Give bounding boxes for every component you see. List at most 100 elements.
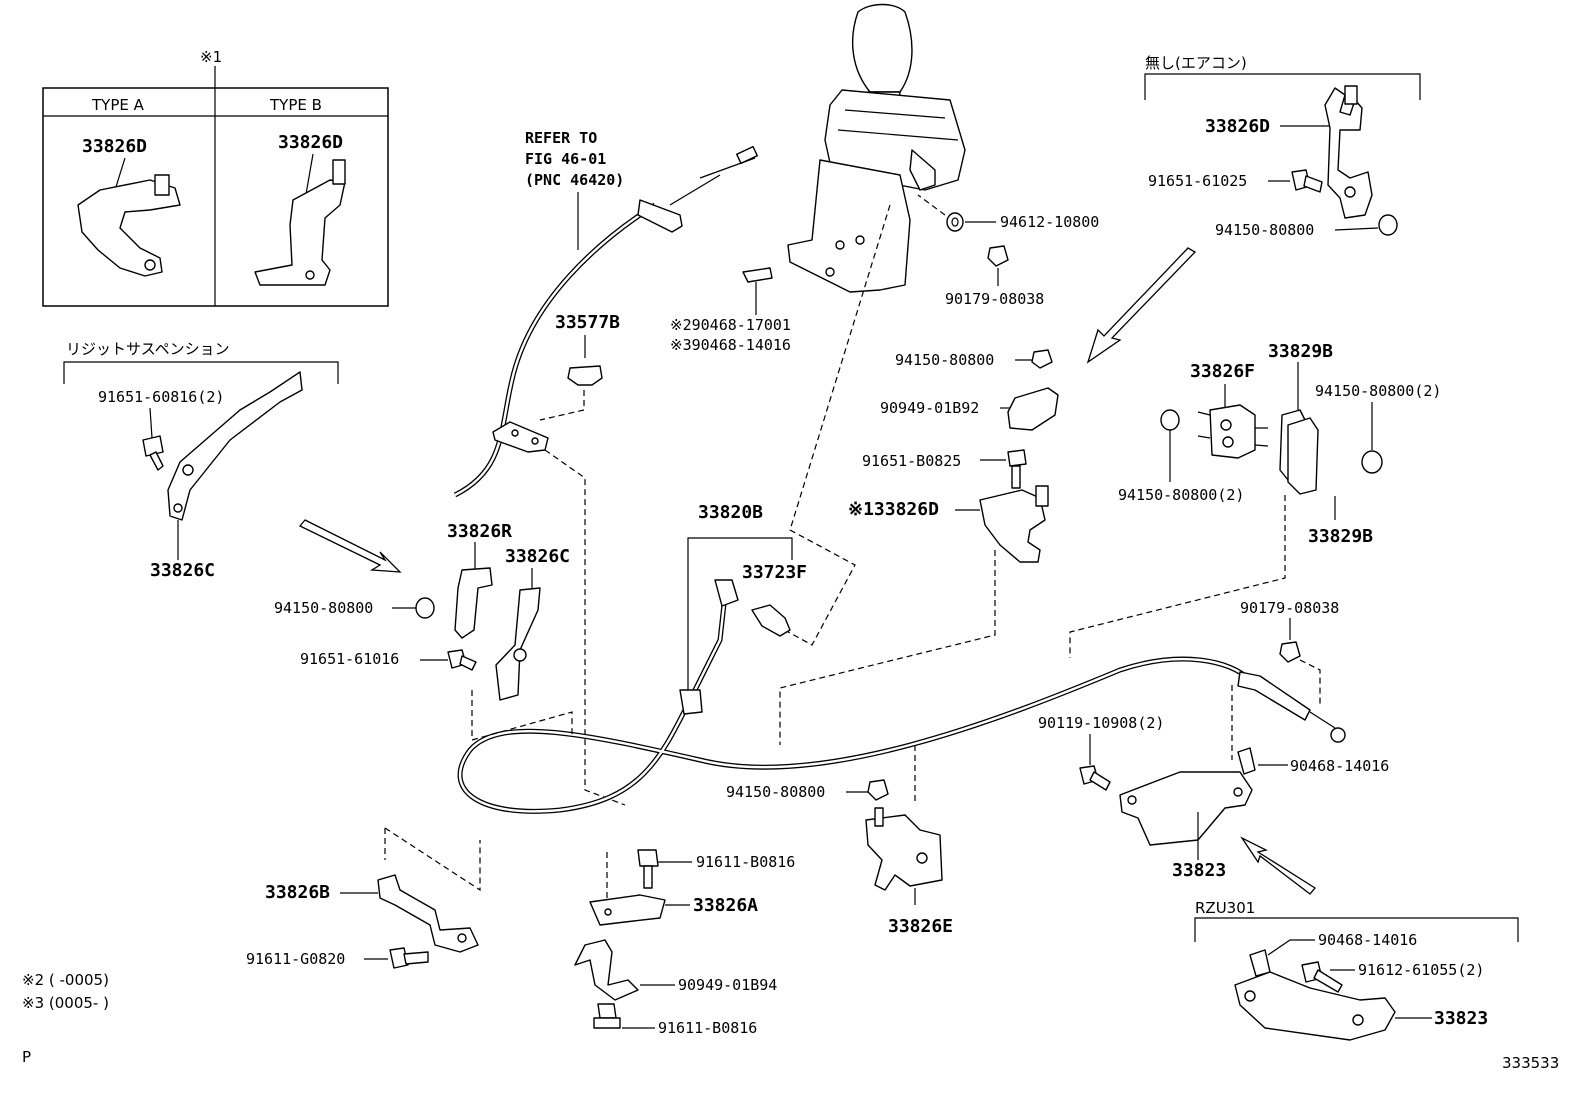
label-90179-08038-right: 90179-08038 bbox=[1240, 599, 1339, 617]
left-bracket-set: 33826R 33826C 94150-80800 91651-61016 bbox=[274, 521, 570, 701]
label-33823-bottom: 33823 bbox=[1434, 1008, 1488, 1029]
bracket-33826F bbox=[1209, 404, 1256, 459]
label-33829B-bottom: 33829B bbox=[1308, 526, 1373, 547]
inset-type-b-part: 33826D bbox=[278, 132, 343, 153]
shift-cable-main bbox=[453, 202, 657, 498]
label-33826D-right: 33826D bbox=[1205, 116, 1270, 137]
bolt-91611-B0816-a bbox=[637, 849, 659, 867]
bushing-33723F bbox=[751, 604, 791, 637]
center-right-parts: 94150-80800 90949-01B92 91651-B0825 ※133… bbox=[779, 349, 1059, 745]
label-33823-top: 33823 bbox=[1172, 860, 1226, 881]
nut-94150-80800-left bbox=[415, 597, 435, 619]
rzu301-group: RZU301 90468-14016 91612-61055(2) 33823 bbox=[1194, 899, 1519, 1041]
label-91611-B0816-a: 91611-B0816 bbox=[696, 853, 795, 871]
label-91651-B0825: 91651-B0825 bbox=[862, 452, 961, 470]
cable-end-right bbox=[1237, 671, 1311, 721]
nut-94150-80800-right bbox=[1361, 450, 1383, 474]
label-90949-01B92: 90949-01B92 bbox=[880, 399, 979, 417]
refer-line-1: REFER TO bbox=[525, 129, 597, 147]
label-90119-10908: 90119-10908(2) bbox=[1038, 714, 1164, 732]
grommet-33577B bbox=[567, 365, 603, 386]
clip-90468-14016-b bbox=[1237, 747, 1256, 775]
grommet-plate bbox=[492, 421, 549, 453]
type-inset: ※1 TYPE A TYPE B 33826D 33826D bbox=[42, 48, 389, 307]
label-33829B-top: 33829B bbox=[1268, 341, 1333, 362]
clamp-90949-01B94 bbox=[574, 939, 639, 1001]
label-91651-61016: 91651-61016 bbox=[300, 650, 399, 668]
label-90468-14016-a: ※390468-14016 bbox=[670, 336, 791, 354]
label-33826B: 33826B bbox=[265, 882, 330, 903]
bottom-left-parts: 33826B 91611-G0820 bbox=[246, 690, 573, 969]
bracket-33826B bbox=[377, 874, 479, 953]
bracket-33823-bottom bbox=[1234, 971, 1396, 1041]
shift-lever-assembly: ※290468-17001 ※390468-14016 94612-10800 … bbox=[670, 3, 1099, 646]
bracket-33823-top bbox=[1119, 771, 1253, 846]
shift-cable-assembly: 33820B 33723F bbox=[457, 502, 1346, 814]
label-91612-61055: 91612-61055(2) bbox=[1358, 961, 1484, 979]
no-aircon-label: 無し(エアコン) bbox=[1145, 54, 1247, 72]
shift-lever-bracket bbox=[787, 159, 911, 293]
label-91611-G0820: 91611-G0820 bbox=[246, 950, 345, 968]
label-94150-80800-2-right: 94150-80800(2) bbox=[1315, 382, 1441, 400]
nut-94150-80800-bottom bbox=[867, 779, 889, 801]
label-90468-14016-c: 90468-14016 bbox=[1318, 931, 1417, 949]
rzu301-label: RZU301 bbox=[1195, 899, 1255, 917]
clip-33829B-lower bbox=[1287, 417, 1319, 495]
bracket-33826E bbox=[865, 814, 943, 891]
label-33723F: 33723F bbox=[742, 562, 807, 583]
bolt-91651-B0825 bbox=[1007, 449, 1027, 467]
label-33826A: 33826A bbox=[693, 895, 758, 916]
inset-type-a-label: TYPE A bbox=[91, 96, 145, 114]
illustration-number: 333533 bbox=[1502, 1054, 1559, 1072]
refer-line-3: (PNC 46420) bbox=[525, 171, 624, 189]
control-cable-upper: REFER TO FIG 46-01 (PNC 46420) 33577B bbox=[453, 129, 758, 806]
footnote-2: ※2 ( -0005) bbox=[22, 971, 109, 989]
bolt-91651-60816 bbox=[142, 435, 164, 457]
clip-90468-17001 bbox=[742, 267, 773, 283]
label-91651-61025: 91651-61025 bbox=[1148, 172, 1247, 190]
type-b-bracket bbox=[254, 179, 346, 286]
label-33826F: 33826F bbox=[1190, 361, 1255, 382]
clip-90468-14016-c bbox=[1249, 949, 1271, 977]
page-mark: P bbox=[22, 1048, 31, 1066]
label-33826R: 33826R bbox=[447, 521, 512, 542]
shift-knob bbox=[852, 3, 913, 93]
shift-cable-lower bbox=[457, 594, 1252, 814]
inset-type-a-part: 33826D bbox=[82, 136, 147, 157]
right-bracket-set: 33829B 33826F 94150-80800(2) 94150-80800… bbox=[1069, 341, 1441, 658]
arrow-left-icon bbox=[298, 519, 402, 573]
inset-note-mark: ※1 bbox=[200, 48, 222, 66]
bracket-33826A bbox=[589, 894, 666, 926]
bolt-91611-G0820 bbox=[389, 947, 409, 969]
clamp-90949-01B92 bbox=[1007, 387, 1059, 431]
nut-94150-80800-mid bbox=[1031, 349, 1053, 369]
nut-94150-80800-left-2 bbox=[1160, 409, 1180, 431]
footnote-3: ※3 (0005- ) bbox=[22, 994, 109, 1012]
lower-right-parts: 90179-08038 90119-10908(2) 90468-14016 3… bbox=[1038, 599, 1389, 881]
label-33826C-rigid: 33826C bbox=[150, 560, 215, 581]
label-94150-80800-bottom: 94150-80800 bbox=[726, 783, 825, 801]
label-94150-80800-2-left: 94150-80800(2) bbox=[1118, 486, 1244, 504]
bracket-33826D-right bbox=[1324, 87, 1373, 219]
bolt-91611-B0816-b bbox=[597, 1003, 617, 1019]
nut-94150-80800-tr bbox=[1378, 214, 1398, 236]
label-90949-01B94: 90949-01B94 bbox=[678, 976, 777, 994]
label-90468-17001: ※290468-17001 bbox=[670, 316, 791, 334]
inset-type-b-label: TYPE B bbox=[269, 96, 322, 114]
label-33826C-mid: 33826C bbox=[505, 546, 570, 567]
label-94612-10800: 94612-10800 bbox=[1000, 213, 1099, 231]
refer-line-2: FIG 46-01 bbox=[525, 150, 606, 168]
nut-90179-08038-top bbox=[987, 245, 1009, 267]
bracket-33826C-rigid bbox=[167, 371, 303, 521]
label-94150-80800-tr: 94150-80800 bbox=[1215, 221, 1314, 239]
no-aircon-group: 無し(エアコン) 33826D 91651-61025 94150-80800 bbox=[1144, 54, 1421, 239]
nut-90179-08038-right bbox=[1279, 641, 1301, 663]
label-33826E: 33826E bbox=[888, 916, 953, 937]
rigid-suspension-label: リジットサスペンション bbox=[66, 340, 230, 358]
bottom-center-parts: 94150-80800 33826E 91611-B0816 33826A 90… bbox=[574, 745, 953, 1037]
washer-94612-10800 bbox=[946, 212, 964, 232]
bracket-33826C-mid bbox=[495, 587, 541, 701]
arrow-diagonal-icon bbox=[1086, 247, 1197, 364]
rigid-suspension-group: リジットサスペンション 91651-60816(2) 33826C bbox=[63, 340, 339, 581]
label-90179-08038-top: 90179-08038 bbox=[945, 290, 1044, 308]
